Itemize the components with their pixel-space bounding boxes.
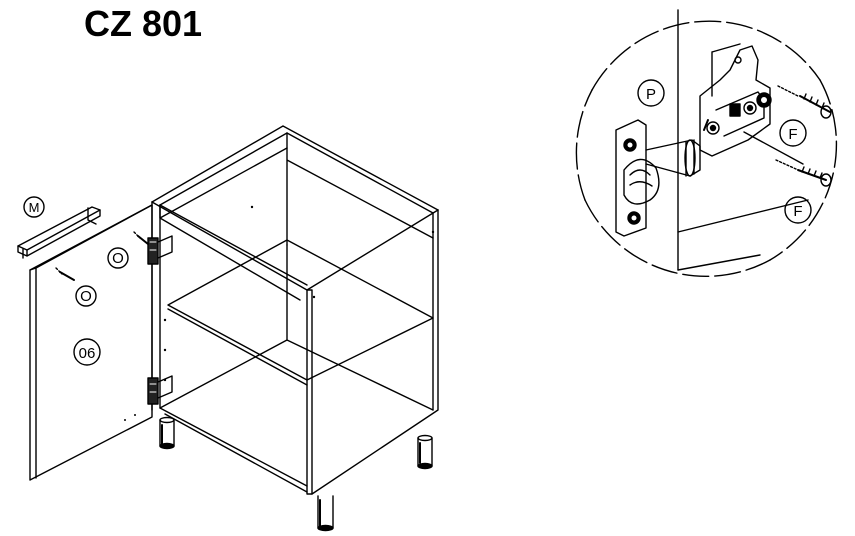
- drill-holes: [163, 205, 435, 382]
- hinge-arm: [645, 139, 701, 177]
- cabinet-carcass: [151, 125, 439, 495]
- svg-text:M: M: [29, 200, 40, 215]
- cabinet-legs: [159, 416, 433, 532]
- svg-text:O: O: [112, 250, 124, 267]
- door-panel: [29, 204, 153, 481]
- hinge-mounting-plate: [615, 119, 660, 237]
- cabinet-top-inner-edge: [159, 132, 434, 286]
- page-title: CZ 801: [84, 3, 203, 44]
- cabinet-hinge-lower: [147, 375, 173, 405]
- cabinet-top-rail: [159, 147, 301, 301]
- cabinet-shelf: [167, 239, 434, 386]
- cabinet-back-panel: [286, 132, 434, 246]
- hinge-body: [699, 43, 772, 157]
- svg-text:F: F: [788, 126, 797, 143]
- cabinet-top-back-edge: [151, 125, 439, 211]
- cabinet-hinge-upper: [147, 235, 173, 265]
- label-screw-f-upper: F: [779, 119, 807, 147]
- screw-o-lower-graphic: [55, 267, 75, 281]
- svg-text:O: O: [80, 288, 92, 305]
- cabinet-right-side: [311, 209, 439, 495]
- screw-f-lower-graphic: [775, 159, 832, 187]
- label-screw-f-lower: F: [784, 196, 812, 224]
- label-hinge: P: [637, 79, 665, 107]
- svg-text:P: P: [646, 86, 656, 103]
- leg-front-right: [317, 495, 334, 532]
- handle-bar: [17, 206, 101, 259]
- svg-text:06: 06: [79, 345, 96, 362]
- label-screw-o-upper: O: [107, 247, 129, 269]
- label-screw-o-lower: O: [75, 285, 97, 307]
- screw-o-upper-graphic: [133, 231, 149, 245]
- cabinet-front-right-edge: [306, 289, 313, 495]
- cabinet-bottom: [159, 339, 434, 493]
- label-door: 06: [73, 338, 101, 366]
- leg-back-right: [417, 434, 433, 470]
- cabinet-top-front-edge: [151, 201, 439, 291]
- leg-front-left: [159, 416, 175, 450]
- svg-text:F: F: [793, 203, 802, 220]
- screw-f-upper-graphic: [777, 85, 832, 119]
- label-handle: M: [23, 196, 45, 218]
